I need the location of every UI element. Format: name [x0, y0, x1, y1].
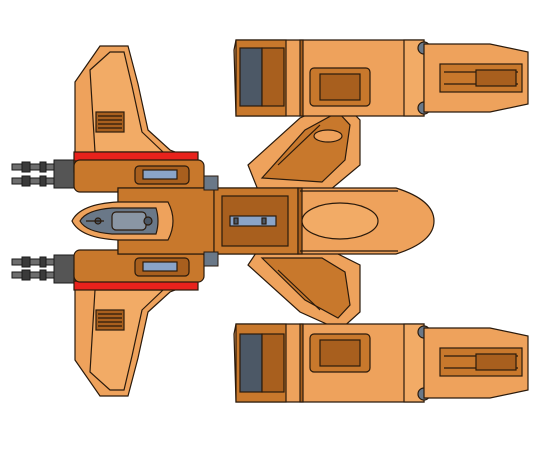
lower-side-pod: [73, 249, 205, 283]
upper-engine-nacelle: [233, 39, 529, 117]
hull-connectors: [203, 175, 219, 267]
lower-wing: [73, 269, 199, 397]
lower-pylon: [247, 249, 361, 331]
twin-cannons-upper: [11, 159, 75, 189]
cockpit: [71, 201, 174, 241]
upper-side-pod: [73, 159, 205, 193]
twin-cannons-lower: [11, 254, 75, 284]
lower-intake: [239, 333, 263, 393]
upper-intake: [239, 47, 263, 107]
main-hull: [117, 187, 435, 255]
lower-engine-nacelle: [233, 323, 529, 403]
hull-dome: [301, 202, 379, 240]
upper-pod-window: [142, 169, 178, 180]
cockpit-sensor: [143, 216, 153, 226]
lower-pod-window: [142, 261, 178, 272]
upper-wing: [73, 45, 199, 173]
upper-pylon: [247, 99, 361, 191]
